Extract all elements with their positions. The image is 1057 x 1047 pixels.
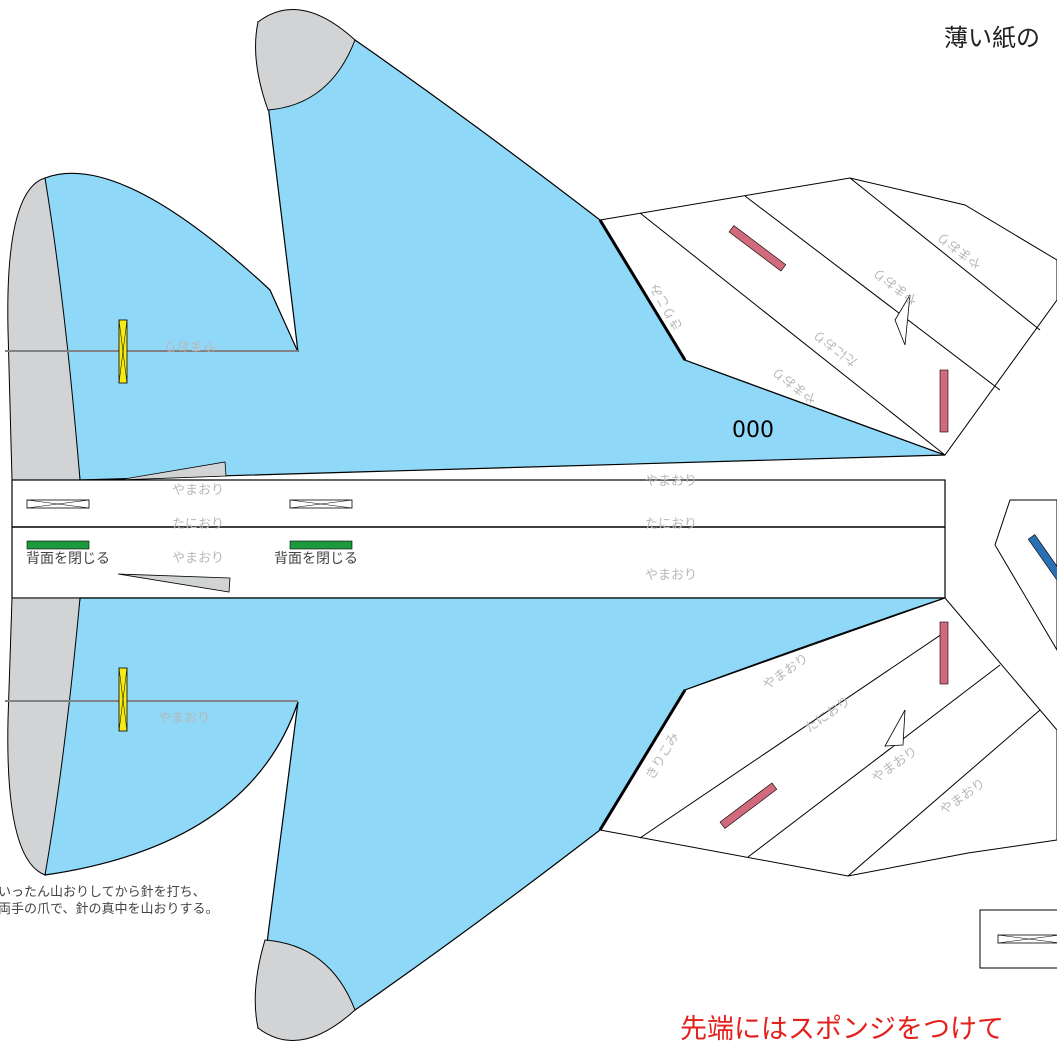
lower-wing-tip xyxy=(254,939,356,1041)
plane-number: 000 xyxy=(732,418,774,443)
lower-tail-yamaori-label: やまおり xyxy=(158,711,210,726)
upper-wing-tip xyxy=(255,9,356,111)
strip-yamaori-4: やまおり xyxy=(645,568,697,583)
note-line-2: 両手の爪で、針の真中を山おりする。 xyxy=(0,902,218,917)
lower-pink-marker-a xyxy=(939,621,949,685)
upper-tail-yamaori-label: やまおり xyxy=(164,338,216,353)
green-marker-2 xyxy=(289,540,353,550)
strip-taniori-2: たにおり xyxy=(645,517,697,532)
upper-half: やまおり きりこみ たにおり やまおり やまおり やまおり 000 xyxy=(5,9,1057,481)
lower-small-flap xyxy=(117,573,231,593)
back-close-label-1: 背面を閉じる xyxy=(26,551,110,567)
lower-tail-rim xyxy=(7,597,81,876)
footer-note: 先端にはスポンジをつけて xyxy=(680,1014,1004,1045)
blue-marker-piece xyxy=(994,499,1057,651)
green-marker-1 xyxy=(26,540,90,550)
strip-taniori-1: たにおり xyxy=(172,517,224,532)
strip-yamaori-2: やまおり xyxy=(172,551,224,566)
note-line-1: いったん山おりしてから針を打ち、 xyxy=(0,885,206,900)
lower-half: やまおり きりこみ やまおり たにおり やまおり やまおり xyxy=(5,573,1057,1041)
lower-pink-marker-b xyxy=(719,782,778,829)
strip-yamaori-1: やまおり xyxy=(172,483,224,498)
right-side-pieces xyxy=(979,499,1057,969)
upper-small-flap xyxy=(117,461,227,481)
back-close-label-2: 背面を閉じる xyxy=(274,551,358,567)
strip-yamaori-3: やまおり xyxy=(645,474,697,489)
page-title: 薄い紙の xyxy=(944,24,1040,52)
lower-main-wing xyxy=(44,597,946,1029)
upper-pink-marker-b xyxy=(939,369,949,433)
upper-pink-marker-a xyxy=(728,225,787,272)
